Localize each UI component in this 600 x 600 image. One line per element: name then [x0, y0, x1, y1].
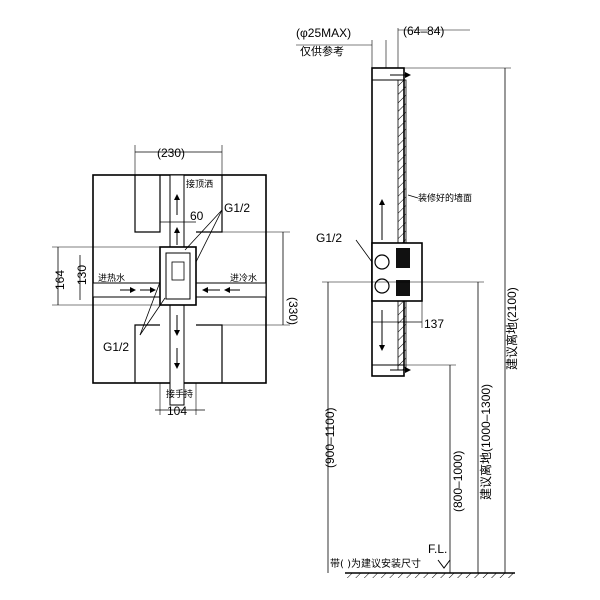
side-g12-leader: [355, 239, 373, 263]
valve-core: [171, 261, 185, 281]
valve-inner: [165, 252, 191, 300]
hot-in-label: 进热水: [98, 272, 125, 284]
footnote-label: 带( )为建议安装尺寸: [330, 557, 421, 570]
leader-g12-bottom: [139, 297, 166, 336]
dim-1000-label: (800–1000): [451, 451, 465, 512]
floor-marker: [437, 559, 451, 569]
leader-g12-bottom-2: [139, 281, 161, 336]
front-recess-bot-right: [196, 324, 223, 383]
leader-g12-top: [184, 209, 223, 251]
front-recess-top-left: [134, 175, 161, 233]
dim-230-label: (230): [157, 146, 185, 160]
dim-1100-label: (900–1100): [323, 408, 337, 469]
pipe-note-label: 仅供参考: [300, 44, 344, 58]
side-g12-label: G1/2: [316, 231, 342, 245]
cold-in-label: 进冷水: [230, 272, 257, 284]
side-view: (φ25MAX) 仅供参考 (64–84) 装修好的墙面 G1/2 137 建议…: [296, 24, 519, 578]
wall-leader: [407, 194, 419, 199]
dim-164-label: 164: [53, 270, 67, 290]
side-valve-dark-top: [396, 248, 410, 268]
top-shower-label: 接顶洒: [186, 178, 213, 190]
dim-137-label: 137: [424, 317, 444, 331]
g12-top-label: G1/2: [224, 201, 250, 215]
g12-bottom-label: G1/2: [103, 340, 129, 354]
dim-60-label: 60: [190, 209, 204, 223]
pipe-dim-label: (φ25MAX): [296, 26, 351, 40]
finished-wall: [397, 79, 407, 371]
side-valve-dark-bot: [396, 280, 410, 296]
finished-wall-label: 装修好的墙面: [418, 192, 472, 204]
dim-330-label: (330): [286, 297, 300, 325]
wall-dim-label: (64–84): [403, 24, 444, 38]
side-port-top: [374, 254, 390, 270]
floor-hatch: [345, 573, 515, 578]
valve-body: [159, 246, 197, 306]
dim-1300-label: 建议离地(1000–1300): [478, 384, 493, 500]
dim-104-label: 104: [167, 404, 187, 418]
leader-g12-top-2: [195, 209, 223, 263]
side-port-bot: [374, 278, 390, 294]
dim-2100-label: 建议离地(2100): [504, 287, 519, 370]
hand-shower-label: 接手持: [166, 388, 193, 400]
front-recess-bot-left: [134, 324, 160, 383]
floor-label: F.L.: [428, 542, 447, 556]
dim-130-label: 130: [75, 265, 89, 285]
front-view: (230) 60 G1/2 G1/2 接顶洒 进热水 进冷水 接手持 104 1…: [52, 145, 300, 418]
